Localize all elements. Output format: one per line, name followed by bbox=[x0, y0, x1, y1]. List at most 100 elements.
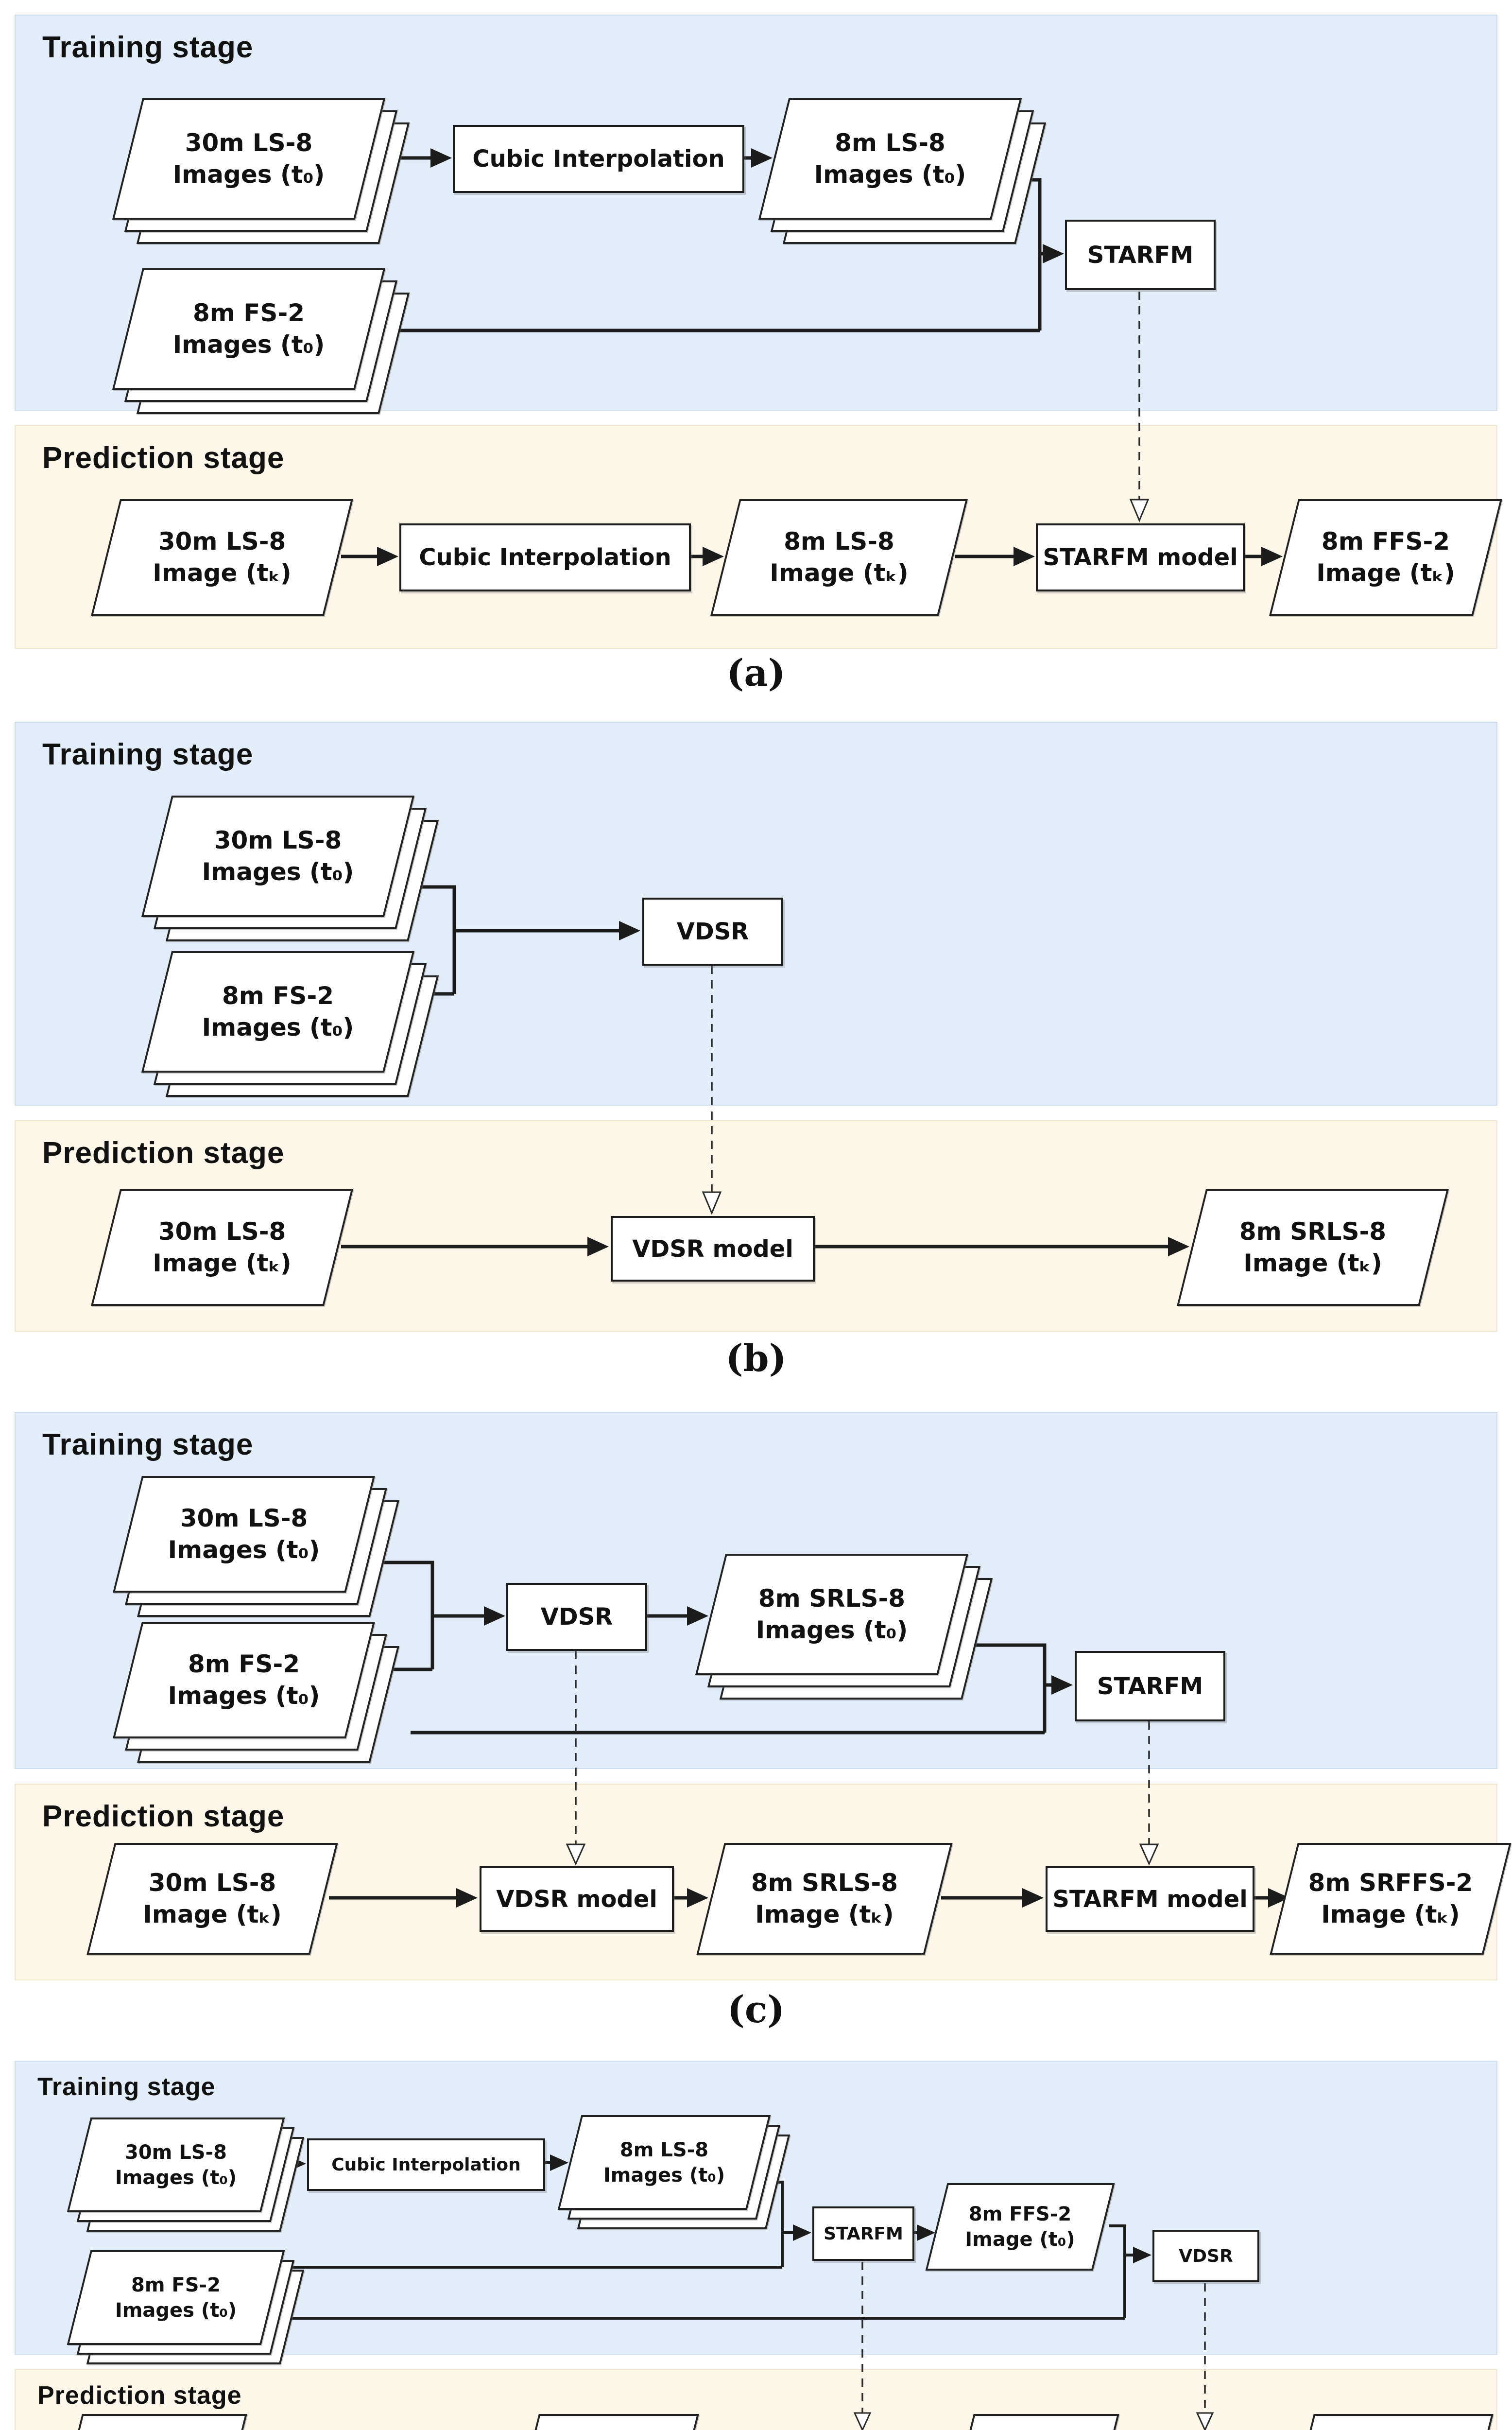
node-8m-ffs2-image: 8m FFS-2 Image (tₖ) bbox=[952, 2414, 1119, 2430]
node-label: 8m LS-8 Image (tₖ) bbox=[530, 2416, 687, 2430]
connector-lines bbox=[341, 148, 1283, 566]
open-arrowhead-icon bbox=[566, 1843, 586, 1866]
node-8m-srffs2-image: 8m SRFFS-2 Image (tₖ) bbox=[1270, 1843, 1512, 1955]
process-label: VDSR model bbox=[632, 1235, 793, 1263]
stage-title: Training stage bbox=[37, 2073, 216, 2101]
process-label: Cubic Interpolation bbox=[419, 544, 671, 571]
node-label: 30m LS-8 Images (t₀) bbox=[168, 1504, 320, 1564]
node-30m-ls8-images-stack: 30m LS-8 Images (t₀) bbox=[113, 1476, 399, 1622]
node-8m-fs2-images-stack: 8m FS-2 Images (t₀) bbox=[67, 2250, 305, 2364]
node-label: 30m LS-8 Image (tₖ) bbox=[73, 2416, 235, 2430]
node-label: 8m FS-2 Images (t₀) bbox=[115, 2274, 237, 2322]
process-vdsr-model: VDSR model bbox=[611, 1216, 815, 1282]
node-8m-srls8-image: 8m SRLS-8 Image (tₖ) bbox=[1177, 1189, 1449, 1306]
process-starfm: STARFM bbox=[1075, 1651, 1225, 1721]
figure-caption-b: (b) bbox=[725, 1336, 787, 1380]
open-arrowhead-icon bbox=[702, 1191, 722, 1215]
node-label: 30m LS-8 Image (tₖ) bbox=[153, 1217, 292, 1277]
open-arrowhead-icon bbox=[1196, 2412, 1214, 2430]
process-starfm: STARFM bbox=[1065, 220, 1216, 290]
node-8m-ls8-images-stack: 8m LS-8 Images (t₀) bbox=[557, 2115, 790, 2229]
node-8m-ls8-image: 8m LS-8 Image (tₖ) bbox=[517, 2414, 699, 2430]
node-30m-ls8-image: 30m LS-8 Image (tₖ) bbox=[86, 1843, 338, 1955]
process-vdsr: VDSR bbox=[506, 1583, 647, 1651]
process-cubic-interpolation: Cubic Interpolation bbox=[453, 125, 744, 193]
node-8m-ffs2-image: 8m FFS-2 Image (t₀) bbox=[925, 2183, 1115, 2271]
node-8m-srls8-images-stack: 8m SRLS-8 Images (t₀) bbox=[695, 1554, 993, 1704]
open-arrowhead-icon bbox=[853, 2412, 872, 2430]
node-label: 8m LS-8 Image (tₖ) bbox=[770, 527, 909, 587]
process-vdsr: VDSR bbox=[642, 898, 783, 966]
process-label: STARFM model bbox=[1052, 1885, 1248, 1913]
process-starfm-model: STARFM model bbox=[1036, 523, 1245, 591]
stage-title: Prediction stage bbox=[42, 1800, 285, 1833]
node-label: 30m LS-8 Images (t₀) bbox=[172, 129, 325, 189]
node-label: 8m SRFFS-2 Image (tₖ) bbox=[1308, 1869, 1473, 1928]
node-label: 8m SRLS-8 Images (t₀) bbox=[756, 1584, 908, 1644]
process-cubic-interpolation: Cubic Interpolation bbox=[307, 2138, 545, 2191]
node-30m-ls8-image: 30m LS-8 Image (tₖ) bbox=[91, 1189, 353, 1306]
stage-title: Training stage bbox=[42, 738, 254, 771]
process-label: STARFM bbox=[1087, 241, 1194, 269]
node-8m-fs2-images-stack: 8m FS-2 Images (t₀) bbox=[141, 951, 439, 1102]
stage-title: Prediction stage bbox=[37, 2381, 242, 2410]
node-label: 30m LS-8 Images (t₀) bbox=[115, 2141, 237, 2189]
prediction-stage-box: Prediction stage 30m LS-8 Image (tₖ) VDS… bbox=[15, 1120, 1497, 1332]
process-starfm: STARFM bbox=[812, 2206, 914, 2261]
node-30m-ls8-image: 30m LS-8 Image (tₖ) bbox=[91, 499, 353, 616]
node-30m-ls8-images-stack: 30m LS-8 Images (t₀) bbox=[67, 2118, 305, 2232]
open-arrowhead-icon bbox=[1129, 499, 1150, 522]
process-starfm-model: STARFM model bbox=[1046, 1866, 1254, 1932]
panel-d: Training stage 30m LS-8 Images (t₀) Cubi… bbox=[15, 2061, 1497, 2430]
process-vdsr-model: VDSR model bbox=[480, 1866, 674, 1932]
node-label: 8m FFS-2 Image (tₖ) bbox=[965, 2416, 1107, 2430]
stage-title: Prediction stage bbox=[42, 1136, 285, 1170]
node-8m-fs2-images-stack: 8m FS-2 Images (t₀) bbox=[113, 1622, 399, 1768]
process-label: Cubic Interpolation bbox=[331, 2154, 521, 2175]
figure-caption-a: (a) bbox=[726, 651, 786, 694]
node-label: 30m LS-8 Images (t₀) bbox=[202, 826, 354, 886]
model-transfer-dashed-line bbox=[575, 1651, 1150, 1844]
node-8m-ffs2-image: 8m FFS-2 Image (tₖ) bbox=[1269, 499, 1502, 616]
node-label: 8m FS-2 Images (t₀) bbox=[202, 982, 354, 1041]
node-label: 30m LS-8 Image (tₖ) bbox=[153, 527, 292, 587]
node-8m-srffs2-image: 8m SRFFS-2 Image (tₖ) bbox=[1292, 2414, 1494, 2430]
prediction-stage-box: Prediction stage 30m LS-8 Image (tₖ) VDS… bbox=[15, 1784, 1512, 1980]
node-8m-ls8-image: 8m LS-8 Image (tₖ) bbox=[710, 499, 968, 616]
node-label: 8m FFS-2 Image (tₖ) bbox=[1316, 527, 1455, 587]
training-stage-box: Training stage 30m LS-8 Images (t₀) 8m F… bbox=[15, 1412, 1497, 1769]
panel-b: Training stage 30m LS-8 Images (t₀) 8m F… bbox=[15, 722, 1497, 1385]
training-stage-box: Training stage 30m LS-8 Images (t₀) Cubi… bbox=[15, 15, 1497, 414]
node-8m-ls8-images-stack: 8m LS-8 Images (t₀) bbox=[758, 98, 1047, 249]
node-label: 8m SRLS-8 Image (tₖ) bbox=[1239, 1217, 1387, 1277]
node-label: 8m FS-2 Images (t₀) bbox=[172, 299, 325, 359]
training-stage-box: Training stage 30m LS-8 Images (t₀) 8m F… bbox=[15, 722, 1497, 1106]
node-label: 8m LS-8 Images (t₀) bbox=[603, 2138, 725, 2187]
connector-lines bbox=[329, 1561, 1289, 1908]
node-label: 8m LS-8 Images (t₀) bbox=[814, 129, 966, 189]
stage-title: Training stage bbox=[42, 31, 254, 64]
process-label: Cubic Interpolation bbox=[472, 145, 725, 173]
node-8m-fs2-images-stack: 8m FS-2 Images (t₀) bbox=[112, 268, 410, 419]
node-8m-srls8-image: 8m SRLS-8 Image (tₖ) bbox=[696, 1843, 953, 1955]
node-30m-ls8-images-stack: 30m LS-8 Images (t₀) bbox=[141, 796, 439, 946]
process-label: VDSR model bbox=[496, 1885, 657, 1913]
prediction-stage-box: Prediction stage 30m LS-8 Image (tₖ) Cub… bbox=[15, 425, 1502, 649]
node-label: 8m SRFFS-2 Image (tₖ) bbox=[1305, 2416, 1481, 2430]
node-label: 8m FFS-2 Image (t₀) bbox=[965, 2203, 1075, 2251]
process-label: VDSR bbox=[1179, 2246, 1233, 2266]
node-label: 8m SRLS-8 Image (tₖ) bbox=[751, 1869, 898, 1928]
process-label: STARFM model bbox=[1043, 544, 1238, 571]
node-label: 8m FS-2 Images (t₀) bbox=[168, 1650, 320, 1710]
training-stage-box: Training stage 30m LS-8 Images (t₀) Cubi… bbox=[15, 2061, 1497, 2364]
process-label: STARFM bbox=[824, 2223, 903, 2244]
panel-c: Training stage 30m LS-8 Images (t₀) 8m F… bbox=[15, 1412, 1512, 2034]
process-label: VDSR bbox=[676, 918, 749, 945]
panel-a: Training stage 30m LS-8 Images (t₀) Cubi… bbox=[15, 15, 1502, 697]
process-vdsr: VDSR bbox=[1152, 2230, 1259, 2282]
process-label: VDSR bbox=[540, 1603, 613, 1631]
process-cubic-interpolation: Cubic Interpolation bbox=[399, 523, 691, 591]
node-label: 30m LS-8 Image (tₖ) bbox=[143, 1869, 282, 1928]
prediction-stage-box: Prediction stage 30m LS-8 Image (tₖ) Cub… bbox=[15, 2369, 1497, 2430]
node-30m-ls8-images-stack: 30m LS-8 Images (t₀) bbox=[112, 98, 410, 249]
